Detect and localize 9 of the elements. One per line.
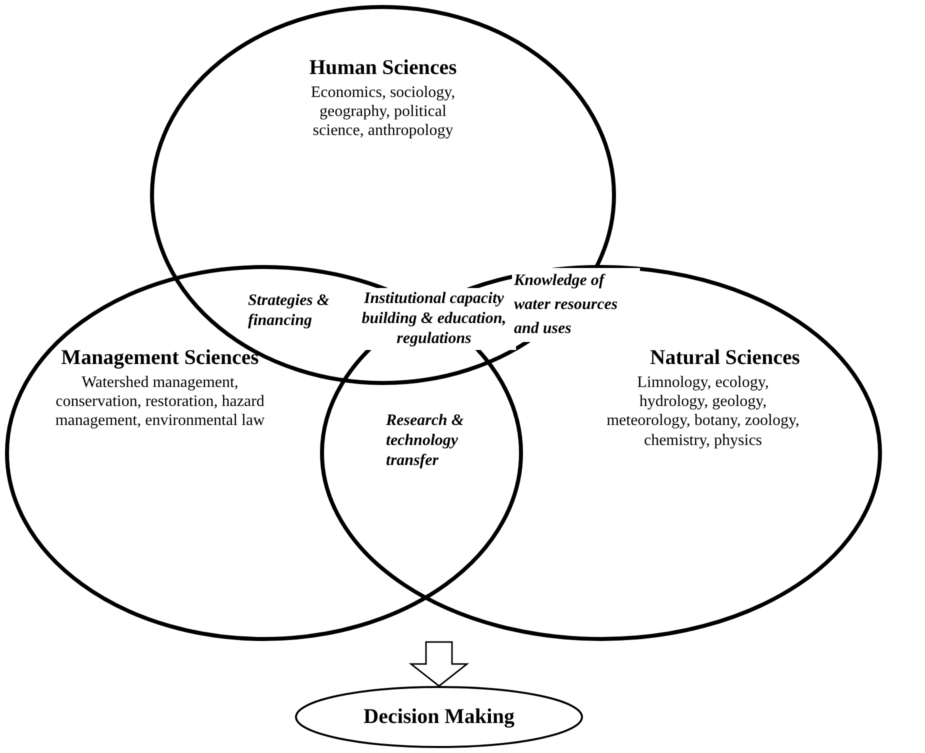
discipline-list: Economics, sociology, geography, political science, anthropology [293,83,473,141]
node-label: Decision Making [362,704,516,730]
circle-title: Human Sciences [308,55,458,80]
discipline-list: Watershed management, conservation, restoration, hazard management, environmental law [40,373,280,431]
circle-title: Management Sciences [60,345,260,370]
block-arrow [408,641,470,687]
overlap-label: Knowledge of water resources and uses [512,268,640,342]
discipline-list: Limnology, ecology, hydrology, geology, meteorology, botany, zoology, chemistry, physics [603,373,803,450]
circle-title: Natural Sciences [649,345,801,370]
